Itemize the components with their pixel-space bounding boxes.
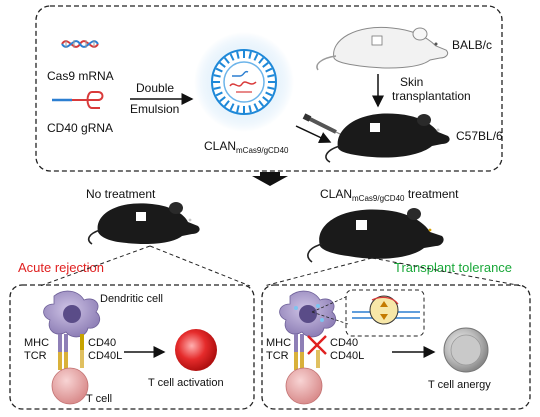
nanoparticle-spike [215,91,223,97]
cas9-mrna-label: Cas9 mRNA [47,69,114,83]
nanoparticle-spike [265,67,273,73]
right-dendritic-cell-icon [279,290,337,338]
balbc-mouse-icon [316,26,449,71]
nanoparticle-spike [262,96,269,103]
syringe-icon [302,113,347,138]
left-result-label: T cell activation [148,377,224,389]
nanoparticle-spike [253,103,259,111]
cd40-grna-icon [52,91,104,109]
anergic-t-cell-icon [443,327,489,373]
right-result-label: T cell anergy [428,379,491,391]
left-mhc-label: MHC [24,337,49,349]
branch-down-arrow [252,172,288,186]
nanoparticle-label: CLANmCas9/gCD40 [204,139,289,155]
nanoparticle-spike [236,105,240,113]
right-outcome: Transplant tolerance [394,260,512,275]
nanoparticle-spike [229,103,235,111]
cas9-mrna-icon [61,40,99,48]
right-cd40l-label: CD40L [330,350,364,362]
left-receptors [58,334,84,370]
nanoparticle-spike [267,74,275,78]
nanoparticle-spike [215,67,223,73]
right-panel-border [261,284,531,410]
left-t-cell-label: T cell [86,393,112,405]
left-heading: No treatment [86,187,156,201]
inset-zoom-lines [311,295,349,325]
left-t-cell-icon [51,367,89,405]
nanoparticle-spike [267,86,275,90]
right-tcr-label: TCR [266,350,289,362]
nanoparticle-spike [253,53,259,61]
nanoparticle-spike [223,57,230,64]
left-dendritic-cell-icon [43,290,101,338]
nanoparticle-spike [258,57,265,64]
right-mouse-icon [307,208,444,263]
top-panel-border [35,5,503,172]
blocked-cd40-icon [307,335,327,355]
right-receptors [294,334,320,370]
right-heading: CLANmCas9/gCD40 treatment [320,187,459,203]
left-panel-border [9,284,255,410]
nanoparticle-spike [213,74,221,78]
left-tcr-label: TCR [24,350,47,362]
process-label-double: Double [136,81,174,95]
injection-arrow [295,125,332,143]
nanoparticle-spike [223,100,230,107]
nanoparticle-spike [248,105,252,113]
left-callout-lines [39,245,251,287]
nanoparticle-spike [219,96,226,103]
nanoparticle-spike [265,91,273,97]
left-mouse-icon [87,202,200,245]
cd40-grna-label: CD40 gRNA [47,121,113,135]
cas9-editing-icon [352,295,420,325]
nanoparticle-spike [219,61,226,68]
nanoparticle-spike [229,53,235,61]
nanoparticle-spike [258,100,265,107]
right-mhc-label: MHC [266,337,291,349]
left-cd40l-label: CD40L [88,350,122,362]
nanoparticle-spike [262,61,269,68]
left-dendritic-label: Dendritic cell [100,293,163,305]
nanoparticle-spike [236,51,240,59]
right-cd40-label: CD40 [330,337,358,349]
process-label-emulsion: Emulsion [130,102,179,116]
c57bl6-mouse-icon [325,113,450,163]
right-callout-lines [263,257,523,287]
nanoparticle-icon [194,32,294,132]
right-t-cell-icon [285,367,323,405]
transplant-label-2: transplantation [392,89,471,103]
activated-t-cell-icon [175,329,217,371]
transplant-label-1: Skin [400,75,423,89]
left-outcome: Acute rejection [18,260,104,275]
left-cd40-label: CD40 [88,337,116,349]
inset-border [345,289,425,337]
balbc-label: BALB/c [452,38,492,52]
c57bl6-label: C57BL/6 [456,129,503,143]
nanoparticle-spike [248,51,252,59]
nanoparticle-spike [213,86,221,90]
